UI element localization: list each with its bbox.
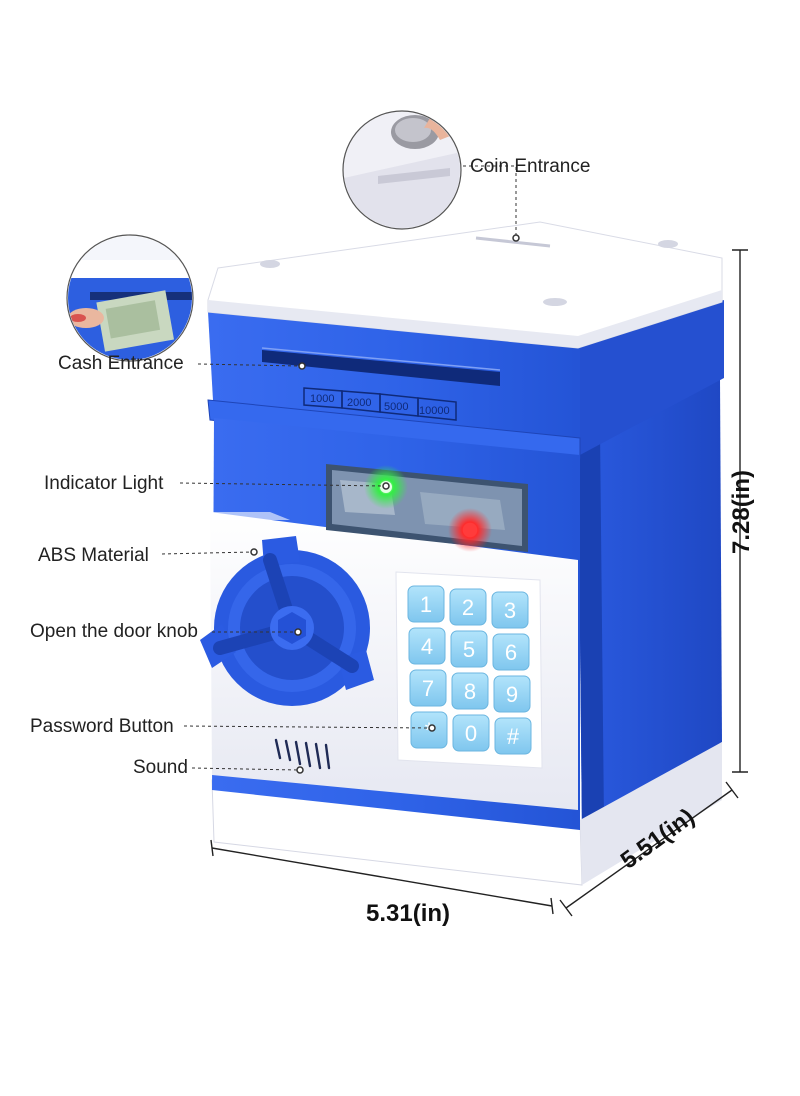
keypad-key-hash[interactable]: #: [494, 717, 532, 755]
keypad-key-label: 4: [421, 634, 433, 659]
coin-slot-zoom-bubble: [342, 110, 462, 230]
denomination-label: 1000: [310, 393, 334, 405]
cash-entrance-label: Cash Entrance: [58, 353, 184, 374]
denomination-label: 2000: [347, 397, 371, 409]
password-button-label: Password Button: [30, 716, 174, 737]
indicator-window: [326, 464, 528, 552]
keypad-key-4[interactable]: 4: [408, 627, 446, 665]
leader-line-password: [183, 725, 431, 729]
keypad-key-0[interactable]: 0: [452, 714, 490, 752]
keypad-key-label: 7: [422, 676, 434, 701]
keypad-key-label: #: [507, 724, 520, 749]
cash-slot-zoom-bubble: [66, 234, 194, 362]
abs-material-label: ABS Material: [38, 545, 149, 566]
open-door-knob-label: Open the door knob: [30, 621, 198, 642]
keypad-key-1[interactable]: 1: [407, 585, 445, 623]
keypad-key-3[interactable]: 3: [491, 591, 529, 629]
keypad-key-label: 3: [504, 598, 516, 623]
sound-grille: [274, 738, 331, 770]
keypad-key-2[interactable]: 2: [449, 588, 487, 626]
keypad-key-label: 5: [463, 637, 475, 662]
width-dimension-line: [211, 847, 553, 907]
keypad-key-label: 1: [420, 592, 432, 617]
keypad-key-6[interactable]: 6: [492, 633, 530, 671]
keypad-key-label: 0: [465, 721, 477, 746]
denomination-label: 10000: [419, 405, 450, 417]
keypad-key-label: 8: [464, 679, 476, 704]
keypad-key-label: 9: [506, 682, 518, 707]
denomination-label: 5000: [384, 401, 408, 413]
safe-body: 1000 2000 5000 10000: [200, 221, 724, 886]
keypad-key-label: 6: [505, 640, 517, 665]
keypad-key-7[interactable]: 7: [409, 669, 447, 707]
indicator-light-label: Indicator Light: [44, 473, 164, 494]
sound-label: Sound: [133, 757, 188, 778]
leader-line-cash: [197, 363, 301, 367]
keypad-key-label: 2: [462, 595, 474, 620]
leader-line-indicator: [179, 482, 385, 487]
keypad-key-5[interactable]: 5: [450, 630, 488, 668]
height-dimension-label: 7.28(in): [728, 469, 756, 555]
depth-dimension-line: [565, 789, 733, 909]
keypad-key-8[interactable]: 8: [451, 672, 489, 710]
coin-entrance-label: Coin Entrance: [470, 156, 591, 177]
keypad-key-9[interactable]: 9: [493, 675, 531, 713]
width-dimension-label: 5.31(in): [366, 900, 451, 927]
door-knob: [200, 536, 374, 706]
